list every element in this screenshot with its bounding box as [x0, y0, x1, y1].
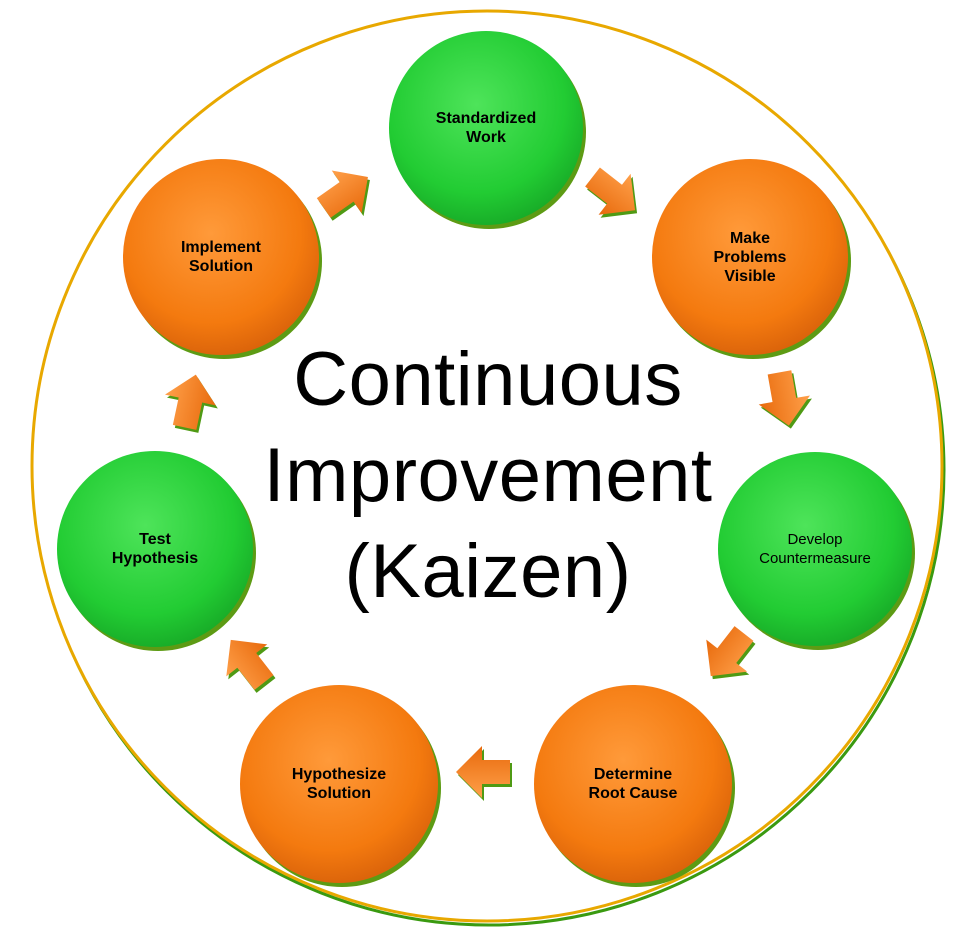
cycle-arrow-7 — [316, 170, 368, 218]
node-implement-solution — [123, 159, 319, 355]
title-line-2: Improvement — [263, 433, 713, 518]
cycle-arrow-4 — [456, 746, 510, 798]
node-label-hypothesize-solution: Hypothesize Solution — [291, 766, 387, 802]
node-develop-countermeasure — [718, 452, 912, 646]
cycle-arrow-5 — [226, 639, 274, 690]
node-determine-root-cause — [534, 685, 732, 883]
node-label-standardized-work: Standardized Work — [435, 110, 537, 146]
node-label-develop-countermeasure: Develop Countermeasure — [759, 531, 871, 567]
cycle-arrow-1 — [585, 167, 636, 215]
node-hypothesize-solution — [240, 685, 438, 883]
cycle-arrow-3 — [706, 626, 754, 677]
node-make-problems-visible — [652, 159, 848, 355]
center-title: Continuous Improvement (Kaizen) — [238, 332, 738, 620]
cycle-arrow-6 — [164, 374, 216, 430]
title-line-3: (Kaizen) — [344, 529, 632, 614]
cycle-arrow-2 — [758, 370, 810, 426]
node-label-test-hypothesis: Test Hypothesis — [111, 531, 199, 567]
title-line-1: Continuous — [293, 337, 683, 422]
node-label-implement-solution: Implement Solution — [180, 239, 261, 275]
node-standardized-work — [389, 31, 583, 225]
node-label-determine-root-cause: Determine Root Cause — [588, 766, 678, 802]
node-test-hypothesis — [57, 451, 253, 647]
node-label-make-problems-visible: Make Problems Visible — [713, 229, 787, 285]
